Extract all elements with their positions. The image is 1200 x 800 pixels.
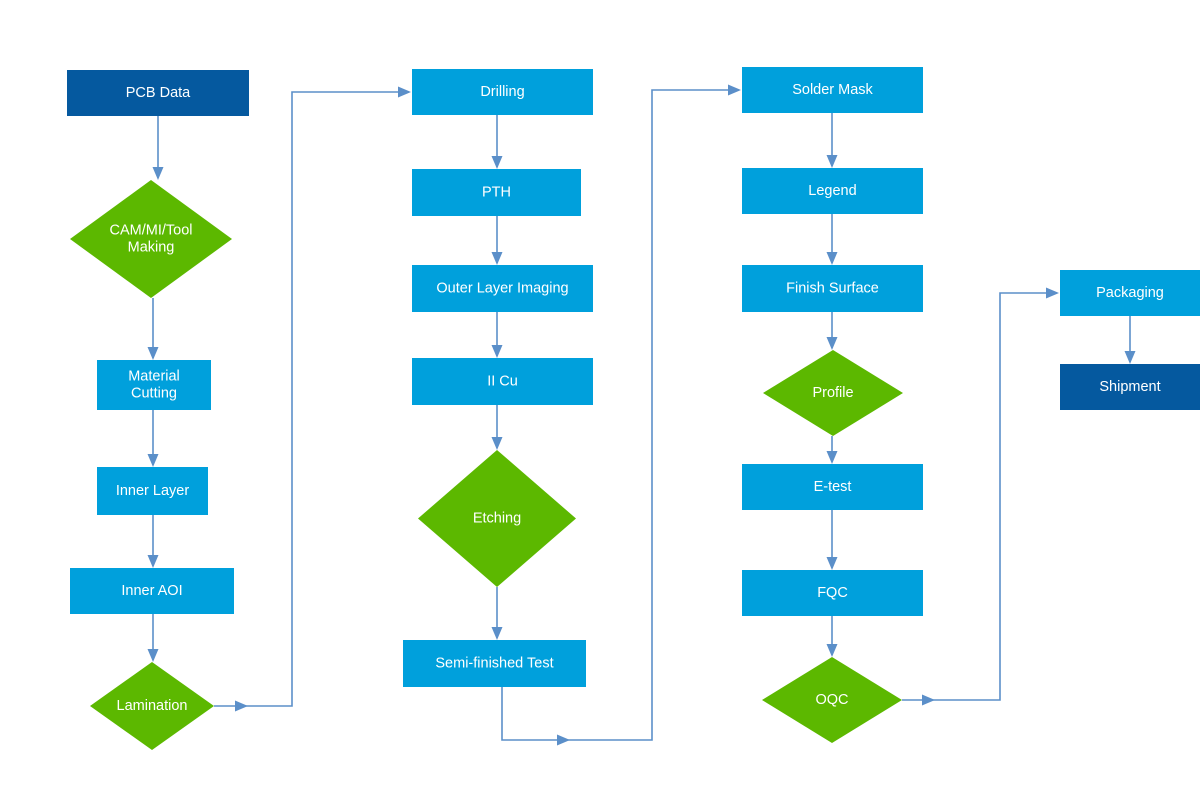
connector-e-solder-legend	[826, 113, 838, 168]
node-shape-rect[interactable]	[742, 168, 923, 214]
connector-arrowhead	[826, 155, 838, 168]
connector-e-packaging-shipment	[1124, 316, 1136, 364]
node-etching[interactable]: Etching	[418, 450, 576, 587]
node-solder-mask[interactable]: Solder Mask	[742, 67, 923, 113]
node-profile[interactable]: Profile	[763, 350, 903, 436]
connector-e-pcb-cam	[152, 116, 164, 180]
node-shape-rect[interactable]	[742, 265, 923, 312]
node-shape-diamond[interactable]	[762, 657, 902, 743]
node-shape-rect[interactable]	[97, 360, 211, 410]
connector-arrowhead	[826, 337, 838, 350]
connector-e-cam-material	[147, 298, 159, 360]
connector-arrowhead	[826, 557, 838, 570]
node-shape-diamond[interactable]	[418, 450, 576, 587]
node-inner-layer[interactable]: Inner Layer	[97, 467, 208, 515]
node-lamination[interactable]: Lamination	[90, 662, 214, 750]
node-shape-rect[interactable]	[412, 265, 593, 312]
connector-arrowhead	[826, 451, 838, 464]
connector-e-material-inner	[147, 410, 159, 467]
node-drilling[interactable]: Drilling	[412, 69, 593, 115]
connector-e-aoi-lamination	[147, 614, 159, 662]
node-outer-layer-imaging[interactable]: Outer Layer Imaging	[412, 265, 593, 312]
node-shape-rect[interactable]	[742, 570, 923, 616]
connector-e-finish-profile	[826, 312, 838, 350]
connector-layer	[147, 84, 1136, 746]
connector-arrowhead	[728, 84, 741, 96]
connector-arrowhead	[557, 734, 570, 746]
connector-arrowhead	[491, 437, 503, 450]
node-shape-rect[interactable]	[97, 467, 208, 515]
node-shape-diamond[interactable]	[763, 350, 903, 436]
node-shape-diamond[interactable]	[70, 180, 232, 298]
node-shape-rect[interactable]	[1060, 270, 1200, 316]
connector-arrowhead	[491, 252, 503, 265]
connector-arrowhead	[152, 167, 164, 180]
node-shape-rect[interactable]	[403, 640, 586, 687]
node-fqc[interactable]: FQC	[742, 570, 923, 616]
connector-e-outer-iicu	[491, 312, 503, 358]
node-shape-rect[interactable]	[412, 69, 593, 115]
node-legend[interactable]: Legend	[742, 168, 923, 214]
connector-arrowhead	[826, 644, 838, 657]
connector-e-etching-semi	[491, 587, 503, 640]
node-shape-rect[interactable]	[70, 568, 234, 614]
node-pth[interactable]: PTH	[412, 169, 581, 216]
node-shape-diamond[interactable]	[90, 662, 214, 750]
node-shape-rect[interactable]	[1060, 364, 1200, 410]
connector-arrowhead	[826, 252, 838, 265]
node-shape-rect[interactable]	[412, 358, 593, 405]
connector-arrowhead	[922, 694, 935, 706]
connector-arrowhead	[491, 156, 503, 169]
connector-e-semi-solder	[501, 84, 741, 746]
connector-e-profile-etest	[826, 436, 838, 464]
node-oqc[interactable]: OQC	[762, 657, 902, 743]
node-e-test[interactable]: E-test	[742, 464, 923, 510]
connector-arrowhead	[235, 700, 248, 712]
node-shipment[interactable]: Shipment	[1060, 364, 1200, 410]
connector-arrowhead	[147, 555, 159, 568]
connector-e-fqc-oqc	[826, 616, 838, 657]
connector-arrowhead	[147, 347, 159, 360]
connector-arrowhead	[147, 454, 159, 467]
connector-e-pth-outer	[491, 216, 503, 265]
node-inner-aoi[interactable]: Inner AOI	[70, 568, 234, 614]
connector-line	[214, 91, 409, 707]
connector-e-oqc-packaging	[902, 287, 1059, 706]
connector-arrowhead	[1124, 351, 1136, 364]
connector-arrowhead	[1046, 287, 1059, 299]
node-ii-cu[interactable]: II Cu	[412, 358, 593, 405]
connector-arrowhead	[491, 345, 503, 358]
connector-arrowhead	[147, 649, 159, 662]
connector-arrowhead	[398, 86, 411, 98]
node-pcb-data[interactable]: PCB Data	[67, 70, 249, 116]
connector-e-inner-aoi	[147, 515, 159, 568]
node-shape-rect[interactable]	[742, 67, 923, 113]
connector-arrowhead	[491, 627, 503, 640]
connector-line	[902, 292, 1057, 701]
connector-e-legend-finish	[826, 214, 838, 265]
connector-e-iicu-etching	[491, 405, 503, 450]
connector-e-lamination-drilling	[214, 86, 411, 712]
connector-line	[501, 89, 739, 741]
node-semi-finished-test[interactable]: Semi-finished Test	[403, 640, 586, 687]
node-shape-rect[interactable]	[742, 464, 923, 510]
node-packaging[interactable]: Packaging	[1060, 270, 1200, 316]
connector-e-etest-fqc	[826, 510, 838, 570]
connector-e-drilling-pth	[491, 115, 503, 169]
node-shape-rect[interactable]	[67, 70, 249, 116]
node-finish-surface[interactable]: Finish Surface	[742, 265, 923, 312]
node-shape-rect[interactable]	[412, 169, 581, 216]
